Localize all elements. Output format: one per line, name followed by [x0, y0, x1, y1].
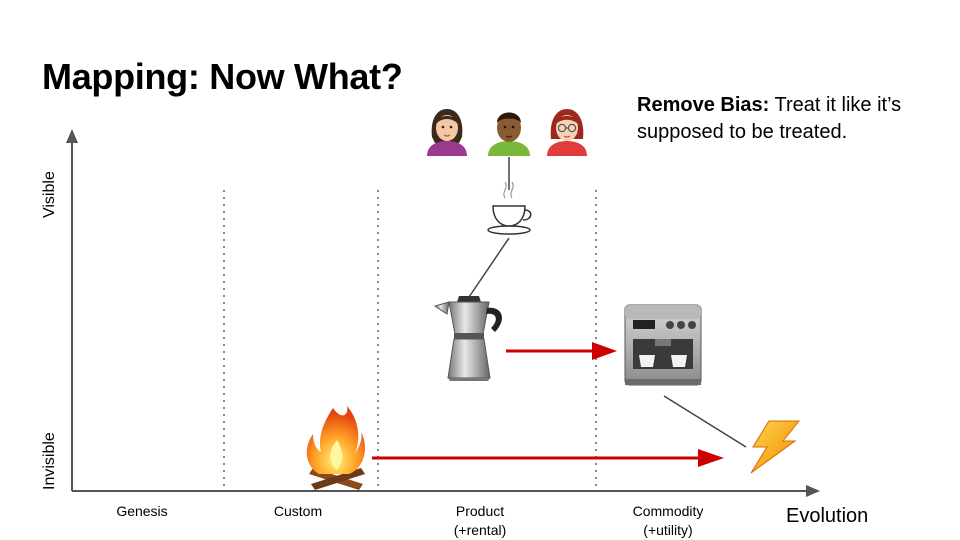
slide-title: Mapping: Now What? — [42, 56, 403, 97]
tea-cup-icon — [487, 181, 532, 235]
x-axis-evolution-label: Evolution — [786, 505, 869, 527]
campfire-icon — [306, 406, 365, 490]
lightning-icon — [750, 420, 801, 474]
stage-product-label: Product (+rental) — [453, 503, 507, 538]
stage-genesis-label: Genesis — [116, 503, 168, 519]
stage-commodity-label: Commodity (+utility) — [632, 503, 704, 538]
remove-bias-note: Remove Bias: Treat it like it’s supposed… — [637, 92, 937, 146]
user-2-icon — [488, 112, 530, 156]
x-axis — [72, 485, 820, 497]
user-3-icon — [547, 109, 587, 156]
link-machine-power — [663, 395, 747, 448]
stage-custom-label: Custom — [273, 503, 323, 519]
evolution-arrow-fire — [372, 449, 724, 467]
user-1-icon — [427, 109, 467, 156]
note-text: Treat it like it’s supposed to be treate… — [637, 94, 902, 143]
evolution-arrow-kettle — [506, 342, 617, 360]
note-bold-label: Remove Bias: — [637, 94, 770, 116]
coffee-machine-icon — [624, 304, 702, 386]
moka-pot-icon — [433, 296, 502, 381]
link-tea-kettle — [466, 237, 510, 301]
y-axis — [66, 129, 78, 491]
